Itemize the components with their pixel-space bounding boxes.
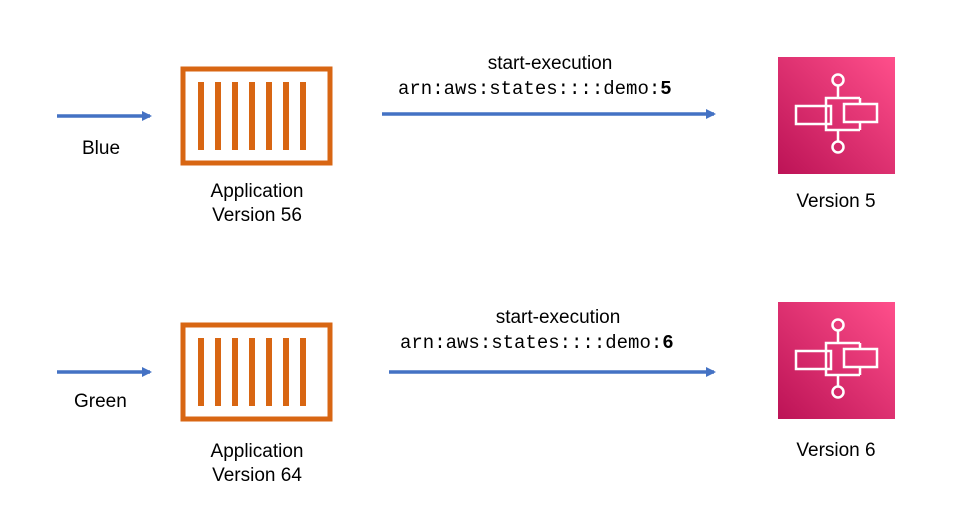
input-label-green: Green [74,391,127,412]
container-icon [180,322,333,422]
step-functions-state-machine-icon [778,302,895,419]
application-version-label: Version 56 [212,205,302,226]
arn-label-1: arn:aws:states::::demo:5 [398,77,672,101]
application-label-1: Application Version 56 [177,180,337,228]
arn-version: 5 [660,78,672,100]
arn-label-2: arn:aws:states::::demo:6 [400,331,674,355]
step-functions-state-machine-icon [778,57,895,174]
container-icon [180,66,333,166]
start-execution-label-1: start-execution [487,53,613,74]
input-label-blue: Blue [82,138,121,159]
application-version-label: Version 64 [212,465,302,486]
application-label-line1: Application [210,441,304,462]
application-label-line1: Application [210,181,304,202]
arn-prefix: arn:aws:states::::demo: [398,78,661,100]
application-label-2: Application Version 64 [177,440,337,488]
arn-version: 6 [662,332,674,354]
target-version-label-1: Version 5 [796,191,876,212]
start-execution-label-2: start-execution [495,307,621,328]
arn-prefix: arn:aws:states::::demo: [400,332,663,354]
target-version-label-2: Version 6 [796,440,876,461]
